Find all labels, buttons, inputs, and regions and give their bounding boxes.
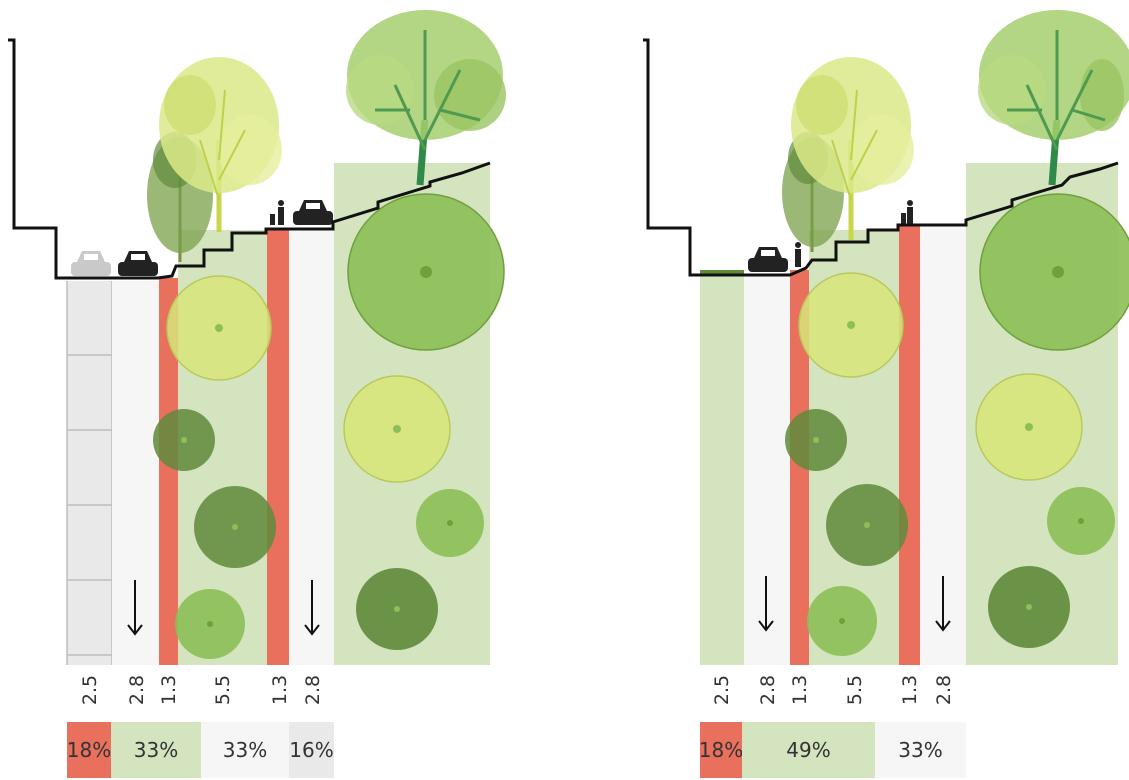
dimension-label: 2.8 bbox=[126, 675, 148, 705]
dimension-label: 2.8 bbox=[933, 675, 955, 705]
left-red-strip-1 bbox=[159, 278, 178, 665]
right-car-black-icon bbox=[748, 247, 788, 272]
share-segment bbox=[67, 722, 111, 778]
left-arrow-down-icon bbox=[127, 580, 143, 636]
share-label: 16% bbox=[289, 738, 333, 762]
right-pedestrian-2-icon bbox=[901, 200, 913, 224]
right-arrow-down-icon bbox=[758, 576, 774, 632]
dimension-label: 2.5 bbox=[79, 675, 101, 705]
left-dimension-labels: 2.5 2.8 1.3 5.5 1.3 2.8 bbox=[79, 675, 324, 705]
share-segment bbox=[875, 722, 966, 778]
left-direction-arrows bbox=[127, 580, 320, 636]
share-segment bbox=[289, 722, 334, 778]
right-red-strip-2 bbox=[899, 225, 920, 665]
share-label: 33% bbox=[134, 738, 178, 762]
share-label: 33% bbox=[898, 738, 942, 762]
left-vehicles bbox=[71, 200, 333, 276]
dimension-label: 5.5 bbox=[844, 675, 866, 705]
dimension-label: 2.8 bbox=[757, 675, 779, 705]
left-car-black-icon bbox=[118, 251, 158, 276]
dimension-label: 1.3 bbox=[269, 675, 291, 705]
share-label: 18% bbox=[67, 738, 111, 762]
share-segment bbox=[111, 722, 201, 778]
left-trees bbox=[147, 10, 506, 262]
right-section-line bbox=[643, 38, 1119, 277]
share-label: 18% bbox=[699, 738, 743, 762]
right-vehicles bbox=[748, 200, 913, 272]
right-pedestrian-icon bbox=[795, 242, 801, 267]
right-canopies bbox=[785, 193, 1129, 656]
dimension-label: 5.5 bbox=[212, 675, 234, 705]
left-section-line bbox=[8, 38, 491, 280]
dimension-label: 2.8 bbox=[302, 675, 324, 705]
left-tree-big-icon bbox=[346, 10, 506, 186]
left-red-strip-2 bbox=[267, 230, 289, 665]
right-green-strip-left bbox=[700, 275, 744, 665]
dimension-label: 1.3 bbox=[158, 675, 180, 705]
dimension-label: 2.5 bbox=[711, 675, 733, 705]
right-direction-arrows bbox=[758, 576, 951, 632]
dimension-label: 1.3 bbox=[789, 675, 811, 705]
right-trees bbox=[782, 10, 1129, 252]
left-paving-strip bbox=[67, 281, 112, 665]
right-dimension-labels: 2.5 2.8 1.3 5.5 1.3 2.8 bbox=[711, 675, 955, 705]
left-car-grey-icon bbox=[71, 251, 111, 276]
left-pedestrian-icon bbox=[270, 200, 284, 225]
share-segment bbox=[742, 722, 875, 778]
left-section bbox=[8, 10, 506, 665]
share-segment bbox=[201, 722, 289, 778]
dimension-label: 1.3 bbox=[899, 675, 921, 705]
right-tree-big-icon bbox=[978, 10, 1129, 186]
right-red-strip-1 bbox=[790, 270, 809, 665]
share-label: 49% bbox=[786, 738, 830, 762]
share-segment bbox=[700, 722, 742, 778]
left-car-black-2-icon bbox=[293, 200, 333, 225]
right-share-bar: 18% 49% 33% bbox=[699, 722, 966, 778]
left-canopies bbox=[153, 193, 505, 659]
right-section bbox=[643, 10, 1129, 665]
right-arrow-down-icon bbox=[935, 576, 951, 632]
left-tree-yellow-icon bbox=[159, 57, 282, 232]
left-arrow-down-icon bbox=[304, 580, 320, 636]
share-label: 33% bbox=[223, 738, 267, 762]
left-share-bar: 18% 33% 33% 16% bbox=[67, 722, 334, 778]
right-tree-yellow-icon bbox=[791, 57, 914, 240]
